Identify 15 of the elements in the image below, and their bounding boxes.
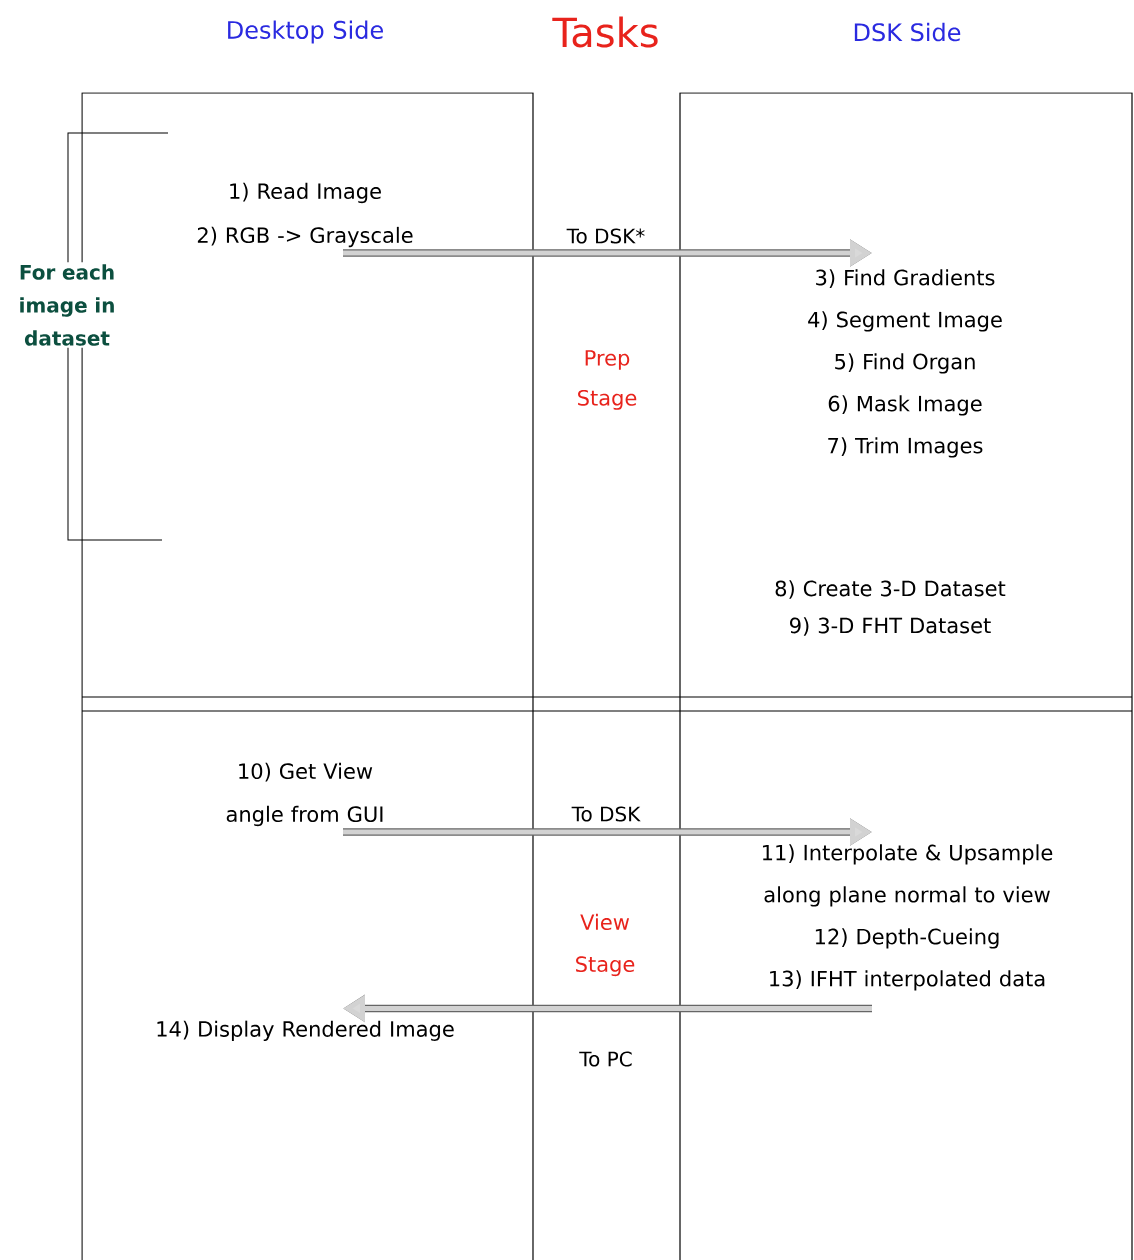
edge-label: To PC — [578, 1050, 634, 1068]
stage-label: View Stage — [576, 913, 635, 977]
stage-label: Prep Stage — [578, 350, 637, 410]
title: Tasks — [552, 16, 658, 48]
step-text: 1) Read Image 2) RGB -> Grayscale — [197, 182, 413, 248]
step-text: 10) Get View angle from GUI — [226, 762, 383, 827]
step-text: 3) Find Gradients 4) Segment Image 5) Find Organ 6) Mask Image 7) Trim Images — [808, 269, 1002, 458]
column-heading: Desktop Side — [228, 20, 383, 44]
edge-label: To DSK — [570, 805, 642, 823]
step-text: 11) Interpolate & Upsample along plane normal to view 12) Depth-Cueing 13) IFHT interpolated data — [762, 844, 1053, 991]
step-text: 8) Create 3-D Dataset 9) 3-D FHT Dataset — [775, 580, 1006, 636]
column-heading: DSK Side — [854, 22, 961, 42]
loop-label: For each image in dataset — [2, 262, 132, 348]
edge-label: To DSK* — [565, 227, 647, 245]
step-text: 14) Display Rendered Image — [157, 1020, 454, 1041]
